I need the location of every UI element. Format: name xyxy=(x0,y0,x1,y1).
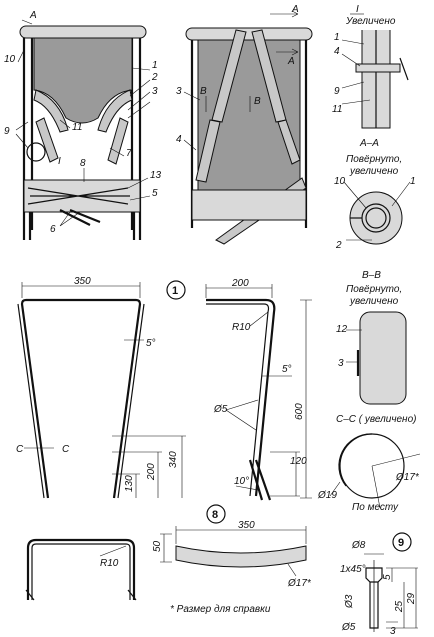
section-a-bottom: A xyxy=(287,56,295,67)
callout-back-3: 3 xyxy=(176,86,182,97)
detail-i-callout-1: 1 xyxy=(334,32,340,43)
part-1-dim-5deg-a: 5° xyxy=(146,338,156,349)
callout-9: 9 xyxy=(4,126,10,137)
section-aa-callout-2: 2 xyxy=(335,240,342,251)
callout-8: 8 xyxy=(80,158,86,169)
callout-2: 2 xyxy=(151,72,158,83)
part-9-dim-29: 29 xyxy=(406,592,417,605)
part-9-dim-3: 3 xyxy=(390,626,396,637)
part-8: R10 8 350 50 Ø17* xyxy=(25,504,312,601)
section-bb-callout-12: 12 xyxy=(336,324,348,335)
part-9-number: 9 xyxy=(398,537,404,549)
section-cc-d19: Ø19 xyxy=(317,490,337,501)
detail-i-mark: I xyxy=(356,4,359,15)
part-1-side-dim-600: 600 xyxy=(294,403,305,420)
part-9-dim-5: 5 xyxy=(382,574,393,580)
section-bb-sub2: увеличено xyxy=(349,296,399,307)
part-1-dim-200v: 200 xyxy=(146,463,157,481)
detail-i-callout-11: 11 xyxy=(332,104,342,115)
callout-back-4: 4 xyxy=(176,134,182,145)
part-1-dim-130: 130 xyxy=(124,475,135,492)
section-aa-title: А–А xyxy=(359,138,379,149)
section-b-right: B xyxy=(254,96,261,107)
section-aa-callout-1: 1 xyxy=(410,176,416,187)
part-8-dim-350: 350 xyxy=(238,520,255,531)
part-9-dim-d5: Ø5 xyxy=(341,622,356,633)
section-bb: В–В Повёрнуто, увеличено 12 3 xyxy=(336,270,407,405)
part-1-side-dim-5deg: 5° xyxy=(282,364,292,375)
section-aa-sub2: увеличено xyxy=(349,166,399,177)
part-1-dim-350: 350 xyxy=(74,276,91,287)
section-a-top: A xyxy=(291,4,299,15)
part-1-cut-c1: C xyxy=(16,444,24,455)
detail-i-callout-4: 4 xyxy=(334,46,340,57)
section-bb-sub1: Повёрнуто, xyxy=(346,284,402,295)
callout-7: 7 xyxy=(126,148,132,159)
callout-1: 1 xyxy=(152,60,158,71)
view-label-a: A xyxy=(29,10,37,21)
section-mark-i: I xyxy=(58,156,61,167)
front-view: A 10 1 2 3 9 11 7 8 6 13 5 I xyxy=(4,10,162,240)
part-8-dim-r10: R10 xyxy=(100,558,119,569)
callout-13: 13 xyxy=(150,170,162,181)
part-8-number: 8 xyxy=(212,509,218,521)
part-9-dim-d3: Ø3 xyxy=(344,594,355,609)
part-1-side-dim-120: 120 xyxy=(290,456,307,467)
callout-10: 10 xyxy=(4,54,16,65)
callout-3: 3 xyxy=(152,86,158,97)
back-view: A A B B 3 4 xyxy=(176,4,313,245)
part-1-number: 1 xyxy=(172,285,178,297)
section-bb-title: В–В xyxy=(362,270,381,281)
section-cc-note: По месту xyxy=(352,502,399,513)
detail-i: I Увеличено 1 4 9 11 xyxy=(332,4,409,129)
section-b-left: B xyxy=(200,86,207,97)
callout-6: 6 xyxy=(50,224,56,235)
part-1-side-dim-d5: Ø5 xyxy=(213,404,228,415)
detail-i-callout-9: 9 xyxy=(334,86,340,97)
part-1-side-dim-10deg: 10° xyxy=(234,476,249,487)
part-9-dim-d8: Ø8 xyxy=(351,540,366,551)
section-aa-sub1: Повёрнуто, xyxy=(346,154,402,165)
section-bb-callout-3: 3 xyxy=(338,358,344,369)
callout-11: 11 xyxy=(72,122,82,133)
section-cc-d17: Ø17* xyxy=(395,472,420,483)
callout-5: 5 xyxy=(152,188,158,199)
part-9: 9 Ø8 1x45° Ø3 Ø5 5 25 29 3 xyxy=(340,532,418,637)
section-cc-title: С–С ( увеличено) xyxy=(336,414,416,425)
section-aa: А–А Повёрнуто, увеличено 10 1 2 xyxy=(334,138,416,251)
part-8-dim-50: 50 xyxy=(152,540,163,552)
detail-i-title: Увеличено xyxy=(345,16,396,27)
section-cc: С–С ( увеличено) Ø17* Ø19 По месту xyxy=(317,414,421,513)
part-1-cut-c2: C xyxy=(62,444,70,455)
footnote: * Размер для справки xyxy=(170,604,271,615)
part-1: 1 350 5° 340 200 130 C C xyxy=(16,276,186,499)
part-8-dim-d17: Ø17* xyxy=(287,578,312,589)
part-1-side-dim-200: 200 xyxy=(231,278,249,289)
part-9-dim-chamfer: 1x45° xyxy=(340,564,366,575)
part-1-dim-340: 340 xyxy=(168,451,179,468)
section-aa-callout-10: 10 xyxy=(334,176,346,187)
part-9-dim-25: 25 xyxy=(394,600,405,613)
part-1-side-dim-r10: R10 xyxy=(232,322,251,333)
part-1-side: 200 R10 5° 600 Ø5 120 10° xyxy=(205,278,312,501)
